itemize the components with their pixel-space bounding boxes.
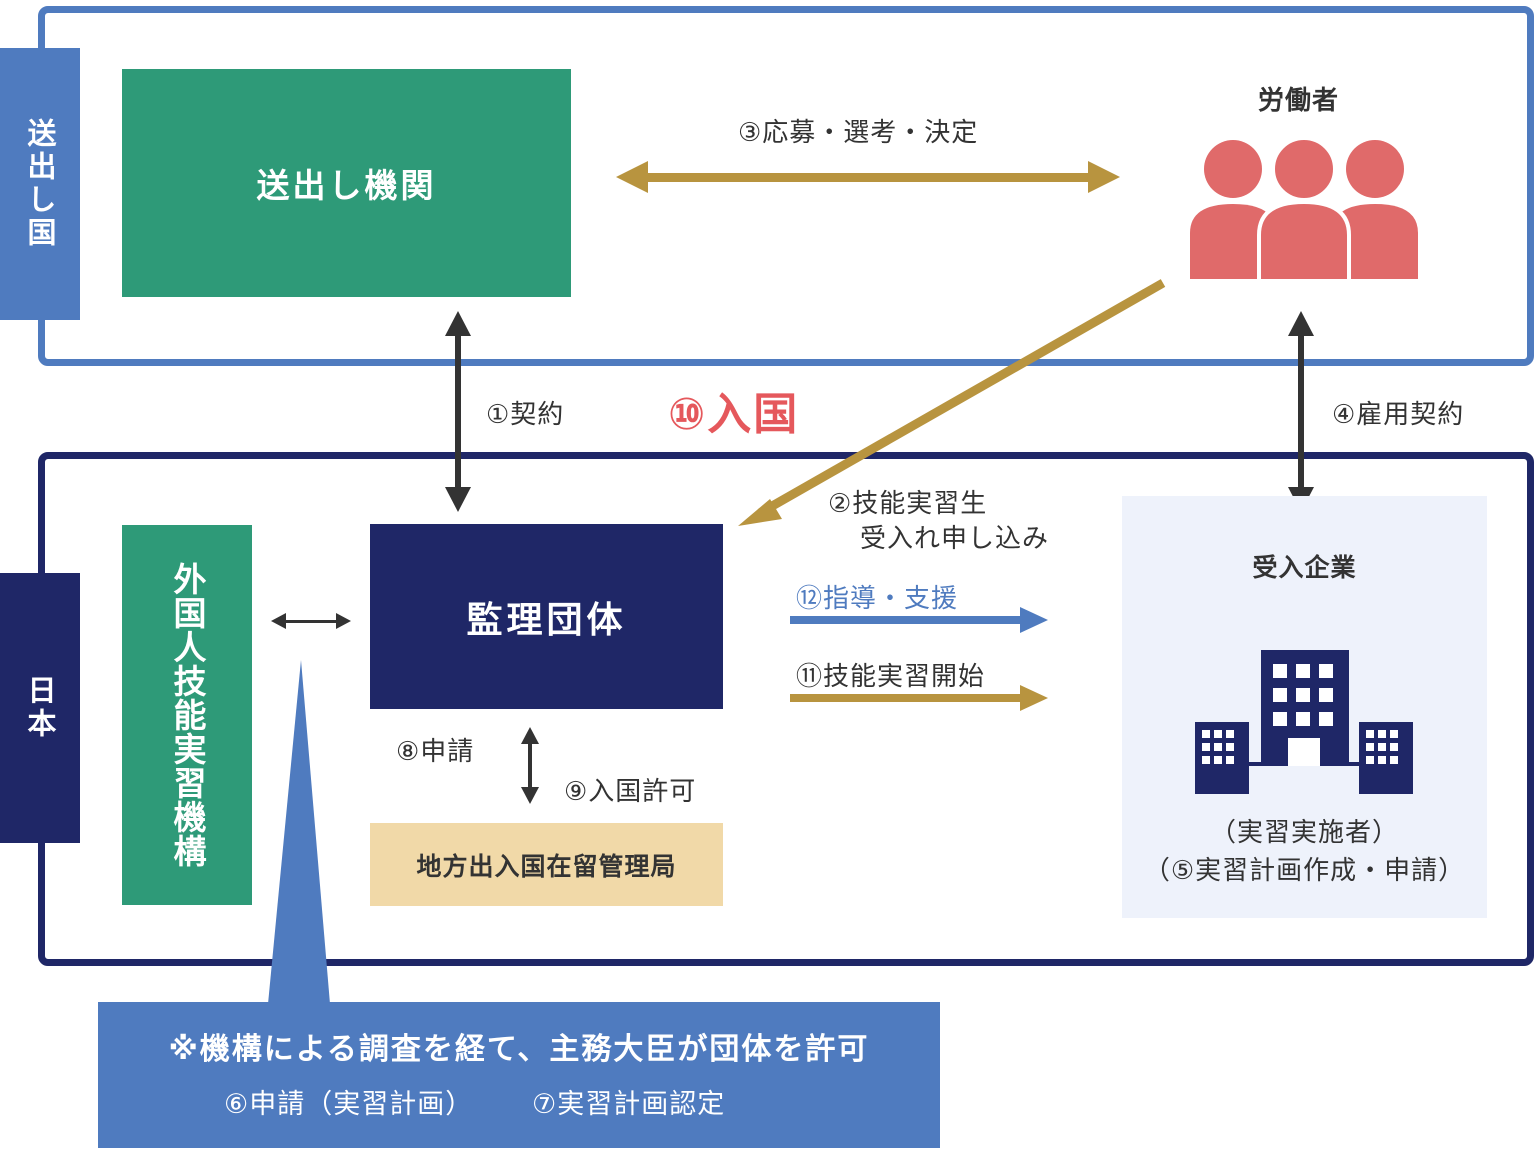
- company-role: （実習実施者）: [1209, 818, 1399, 848]
- arrow-contract: [445, 311, 471, 512]
- step-4-label: ④雇用契約: [1332, 400, 1465, 430]
- arrow-recruitment: [616, 161, 1120, 193]
- sending-organization-box: 送出し機関: [122, 69, 571, 297]
- arrow-training-start: [790, 685, 1048, 711]
- otit-callout: ※機構による調査を経て、主務大臣が団体を許可 ⑥申請（実習計画） ⑦実習計画認定: [98, 1002, 940, 1148]
- step-10-label: ⑩入国: [668, 389, 800, 440]
- step-2-label-line1: ②技能実習生: [828, 489, 988, 519]
- step-8-label: ⑧申請: [396, 737, 475, 767]
- step-2-label-line2: 受入れ申し込み: [860, 524, 1050, 554]
- company-title: 受入企業: [1252, 553, 1357, 582]
- people-group-icon: [1190, 138, 1418, 282]
- step-12-label: ⑫指導・支援: [796, 584, 959, 614]
- arrow-employment: [1288, 311, 1314, 512]
- arrow-guidance: [790, 607, 1048, 633]
- otit-box: 外国人技能実習機構: [122, 525, 252, 905]
- arrow-application-permit: [521, 727, 539, 804]
- workers-label: 労働者: [1258, 86, 1340, 116]
- supervising-organization-box: 監理団体: [370, 524, 723, 709]
- step-1-label: ①契約: [486, 400, 565, 430]
- immigration-bureau-box: 地方出入国在留管理局: [370, 823, 723, 906]
- callout-main-text: ※機構による調査を経て、主務大臣が団体を許可: [168, 1032, 870, 1067]
- step-9-label: ⑨入国許可: [564, 777, 697, 807]
- sending-country-tab: 送出し国: [0, 48, 80, 320]
- office-buildings-icon: [1195, 650, 1413, 794]
- step-3-label: ③応募・選考・決定: [738, 118, 979, 148]
- callout-pointer: [268, 660, 330, 1004]
- step-6-label: ⑥申請（実習計画）: [224, 1089, 474, 1120]
- step-7-label: ⑦実習計画認定: [532, 1089, 726, 1120]
- japan-tab: 日本: [0, 573, 80, 843]
- arrow-otit-supervising: [271, 613, 351, 629]
- step-11-label: ⑪技能実習開始: [796, 662, 986, 692]
- arrow-entry-application: [738, 279, 1166, 526]
- company-task: （⑤実習計画作成・申請）: [1143, 856, 1466, 886]
